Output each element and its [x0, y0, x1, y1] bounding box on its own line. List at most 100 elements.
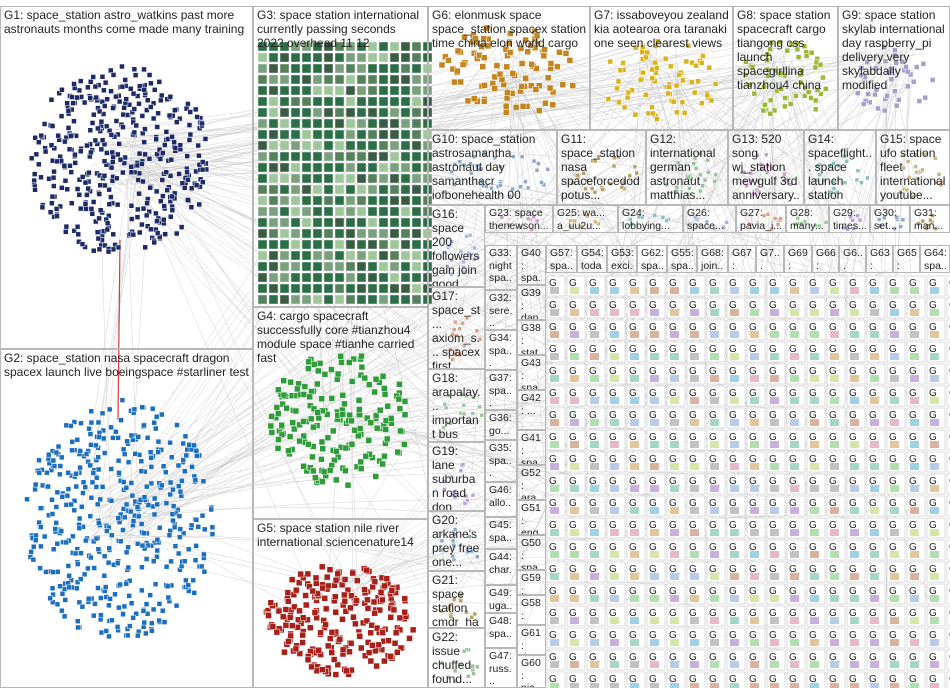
- tiny-group-label: G: [569, 630, 577, 641]
- cluster-label-g66: G66: spa...: [816, 247, 836, 272]
- tiny-group-label: G: [869, 476, 877, 487]
- cluster-label-g37: G37: spa...: [489, 372, 512, 409]
- cluster-panel-g71: G6... spa...: [839, 245, 866, 273]
- tiny-group-label: G: [729, 630, 737, 641]
- tiny-group-label: G: [769, 652, 777, 663]
- tiny-group-label: G: [709, 388, 717, 399]
- tiny-group-label: G: [729, 476, 737, 487]
- tiny-group-label: G: [889, 542, 897, 553]
- tiny-group-label: G: [709, 630, 717, 641]
- tiny-group-label: G: [709, 300, 717, 311]
- edge: [130, 160, 348, 418]
- tiny-group-label: G: [929, 300, 937, 311]
- cluster-label-g54: G54: toda...: [581, 247, 604, 272]
- tiny-group-label: G: [749, 278, 757, 289]
- tiny-group-label: G: [649, 454, 657, 465]
- tiny-group-label: G: [669, 630, 677, 641]
- tiny-group-label: G: [829, 564, 837, 575]
- tiny-group-label: G: [909, 454, 917, 465]
- cluster-panel-g39: G39: dan...: [517, 285, 546, 320]
- tiny-group-label: G: [789, 608, 797, 619]
- cluster-panel-g36: G36: go...: [485, 410, 517, 440]
- tiny-group-label: G: [669, 300, 677, 311]
- tiny-group-label: G: [629, 410, 637, 421]
- cluster-panel-g31: G31: man...: [910, 205, 950, 233]
- tiny-group-label: G: [769, 608, 777, 619]
- edge: [336, 78, 640, 140]
- tiny-group-label: G: [729, 322, 737, 333]
- node: [55, 132, 61, 139]
- tiny-group-label: G: [749, 652, 757, 663]
- tiny-group-label: G: [669, 476, 677, 487]
- cluster-label-g42: G42: ...: [521, 392, 541, 417]
- tiny-group-label: G: [909, 344, 917, 355]
- cluster-panel-g17: G17: space_st... axiom_s... spacex first…: [428, 287, 485, 369]
- tiny-group-label: G: [609, 608, 617, 619]
- edge: [341, 131, 359, 625]
- tiny-group-label: G: [909, 498, 917, 509]
- tiny-group-label: G: [589, 498, 597, 509]
- node: [68, 169, 75, 175]
- node: [74, 186, 81, 192]
- tiny-group-label: G: [609, 630, 617, 641]
- tiny-group-label: G: [629, 454, 637, 465]
- edge: [147, 144, 338, 575]
- tiny-group-label: G: [629, 630, 637, 641]
- tiny-group-label: G: [569, 542, 577, 553]
- tiny-group-label: G: [909, 520, 917, 531]
- tiny-group-label: G: [809, 520, 817, 531]
- tiny-group-label: G: [709, 344, 717, 355]
- tiny-group-label: G: [629, 586, 637, 597]
- tiny-group-label: G: [829, 498, 837, 509]
- node: [32, 135, 38, 141]
- cluster-panel-g35: G35: spa...: [485, 440, 517, 482]
- tiny-group-label: G: [889, 520, 897, 531]
- tiny-group-label: G: [889, 410, 897, 421]
- tiny-group-label: G: [789, 520, 797, 531]
- edge: [144, 172, 319, 176]
- tiny-group-label: G: [589, 542, 597, 553]
- tiny-group-label: G: [669, 388, 677, 399]
- node: [154, 218, 160, 224]
- tiny-group-label: G: [809, 586, 817, 597]
- cluster-panel-g6: G6: elonmusk space space_station spacex …: [428, 6, 590, 130]
- tiny-group-label: G: [549, 630, 557, 641]
- cluster-label-g50: G50: spa...: [521, 537, 541, 570]
- cluster-panel-g52: G52: ara...: [517, 465, 546, 500]
- tiny-group-label: G: [649, 608, 657, 619]
- node: [174, 119, 180, 125]
- tiny-group-label: G: [549, 366, 557, 377]
- tiny-group-label: G: [649, 630, 657, 641]
- tiny-group-label: G: [929, 432, 937, 443]
- cluster-panel-g10: G10: space_station astrosamantha astrona…: [428, 130, 557, 205]
- node: [162, 231, 168, 237]
- tiny-group-label: G: [649, 300, 657, 311]
- tiny-group-label: G: [829, 344, 837, 355]
- tiny-group-label: G: [749, 344, 757, 355]
- cluster-panel-g59: G59: spa...: [517, 570, 546, 595]
- edge: [114, 32, 786, 548]
- cluster-label-g38: G38: stat...: [521, 322, 541, 355]
- tiny-group-label: G: [609, 432, 617, 443]
- cluster-label-g39: G39: dan...: [521, 287, 542, 320]
- tiny-group-label: G: [889, 322, 897, 333]
- edge: [92, 153, 141, 502]
- tiny-group-label: G: [829, 432, 837, 443]
- node: [39, 204, 46, 211]
- tiny-group-label: G: [549, 300, 557, 311]
- tiny-group-label: G: [569, 454, 577, 465]
- edge: [98, 84, 906, 144]
- node: [108, 88, 114, 94]
- tiny-group-label: G: [549, 564, 557, 575]
- tiny-group-label: G: [929, 520, 937, 531]
- tiny-group-label: G: [849, 388, 857, 399]
- cluster-label-g15: G15: space ufo station fleet internation…: [880, 132, 946, 202]
- tiny-group-label: G: [829, 608, 837, 619]
- tiny-group-label: G: [889, 476, 897, 487]
- tiny-group-label: G: [649, 520, 657, 531]
- tiny-group-label: G: [549, 608, 557, 619]
- tiny-group-label: G: [669, 432, 677, 443]
- cluster-panel-g13: G13: 520 song wj_station mewgulf 3rd ann…: [728, 130, 804, 205]
- tiny-group-label: G: [829, 586, 837, 597]
- node: [79, 174, 86, 180]
